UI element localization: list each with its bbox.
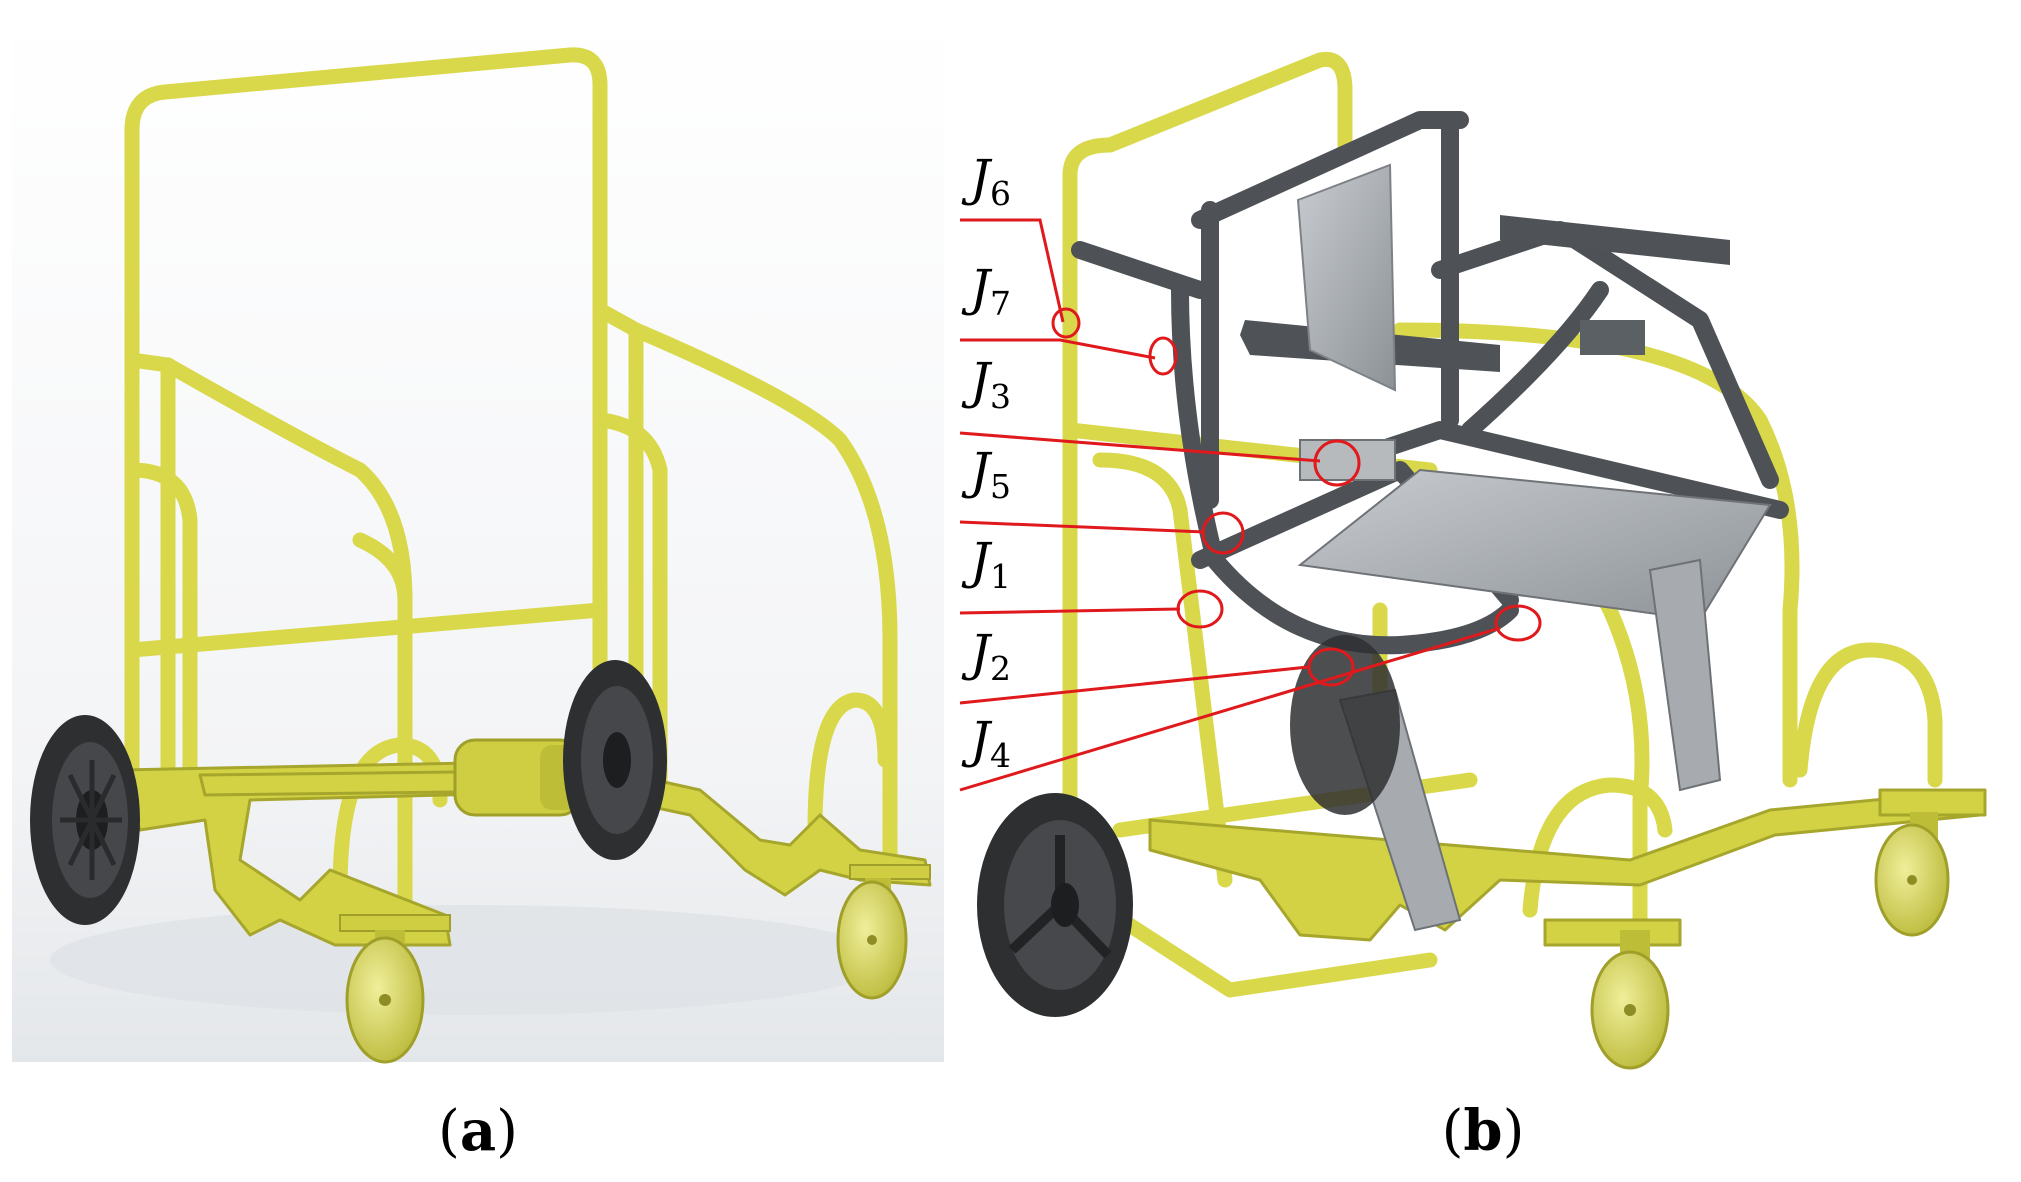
callout-circle-j1[interactable] <box>1176 589 1224 629</box>
joint-label-j3: J3 <box>961 352 1011 416</box>
caster-side-b <box>1874 812 1950 937</box>
back-handle-loop <box>124 47 608 828</box>
callout-circle-j7[interactable] <box>1148 336 1178 376</box>
base-rails-b <box>1148 788 1987 947</box>
caster-left <box>339 914 451 1064</box>
joint-label-j1: J1 <box>961 532 1011 596</box>
callout-circle-j5[interactable] <box>1201 511 1245 555</box>
caster-right <box>836 864 931 1000</box>
leg-support-right <box>1648 558 1722 792</box>
callout-line-j5 <box>959 520 1206 534</box>
callout-line-j4 <box>959 626 1501 792</box>
curved-link <box>1171 281 1519 655</box>
panel-b: J6 J7 J3 J5 J1 J2 J4 (b) <box>959 51 1987 1164</box>
left-armrest <box>160 357 413 908</box>
joint-callouts <box>959 218 1542 792</box>
callout-circle-j4[interactable] <box>1494 604 1542 642</box>
left-inner-bend <box>124 462 198 778</box>
floor-shadow <box>50 905 890 1015</box>
right-inner-bend <box>592 412 668 808</box>
side-hoop-b <box>1792 642 1943 788</box>
callout-line-j1 <box>959 607 1181 615</box>
panel-a: (a) <box>12 12 944 1164</box>
rear-armrest-b <box>1392 322 1800 788</box>
joint-label-j6: J6 <box>961 149 1011 213</box>
left-inner-post-b <box>1092 452 1233 888</box>
joint-label-j5: J5 <box>961 442 1011 506</box>
callout-line-j3 <box>959 431 1321 463</box>
callout-line-j7 <box>960 338 1156 360</box>
rear-wheel-right <box>563 660 667 860</box>
right-armrest-b <box>1500 215 1730 265</box>
callout-circle-j3[interactable] <box>1313 439 1361 487</box>
panel-a-caption: (a) <box>438 1098 518 1164</box>
callout-circle-j6[interactable] <box>1051 307 1081 339</box>
joint-label-j7: J7 <box>961 259 1011 323</box>
base-rail-b <box>1148 788 1982 942</box>
right-armrest <box>628 322 898 868</box>
rear-wheel-left <box>30 715 140 925</box>
joint-labels: J6 J7 J3 J5 J1 J2 J4 <box>961 149 1011 775</box>
callout-line-j6 <box>960 218 1065 323</box>
panel-a-background <box>12 12 944 1062</box>
caster-front-b <box>1590 930 1670 1070</box>
joint-label-j2: J2 <box>961 624 1011 688</box>
front-right-hoop <box>807 692 893 838</box>
walker-frame-a <box>124 47 898 908</box>
right-base-rail <box>608 768 932 897</box>
cross-bar <box>124 602 608 658</box>
joint-label-j4: J4 <box>961 711 1011 775</box>
panel-b-caption: (b) <box>1442 1098 1525 1164</box>
rear-wheel-b <box>977 793 1133 1017</box>
callout-circle-j2[interactable] <box>1307 647 1355 687</box>
back-handle-loop-b <box>1062 51 1353 183</box>
back-rest-plate <box>1296 163 1397 392</box>
callout-line-j2 <box>959 665 1309 705</box>
